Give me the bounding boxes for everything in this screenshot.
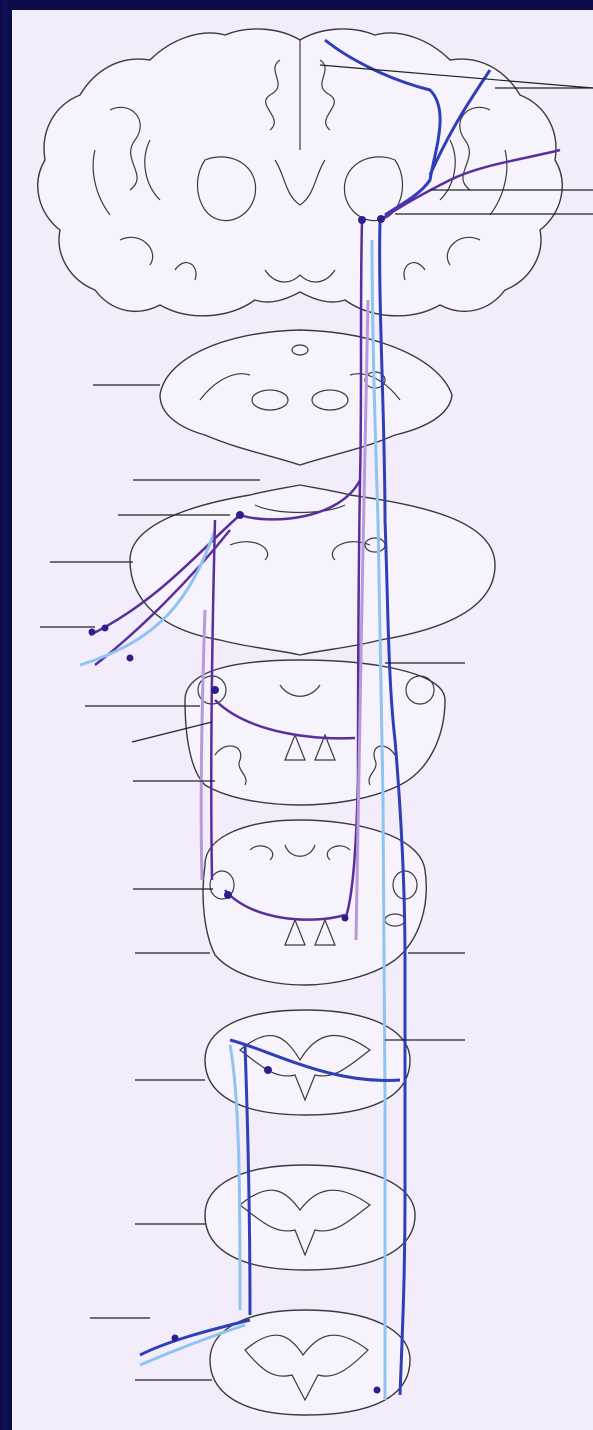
neuroanatomy-pathway-diagram: .sec { fill: #f7f3fd; stroke: #3b3b3b; s…	[12, 10, 593, 1430]
medulla-section	[203, 820, 426, 985]
cerebral-hemispheres-section	[38, 29, 562, 316]
midbrain-section	[160, 330, 452, 465]
upper-pons-section	[130, 485, 495, 655]
lower-pons-section	[185, 660, 445, 805]
thoracic-cord-section	[205, 1165, 415, 1270]
diagram-panel: .sec { fill: #f7f3fd; stroke: #3b3b3b; s…	[12, 10, 593, 1430]
